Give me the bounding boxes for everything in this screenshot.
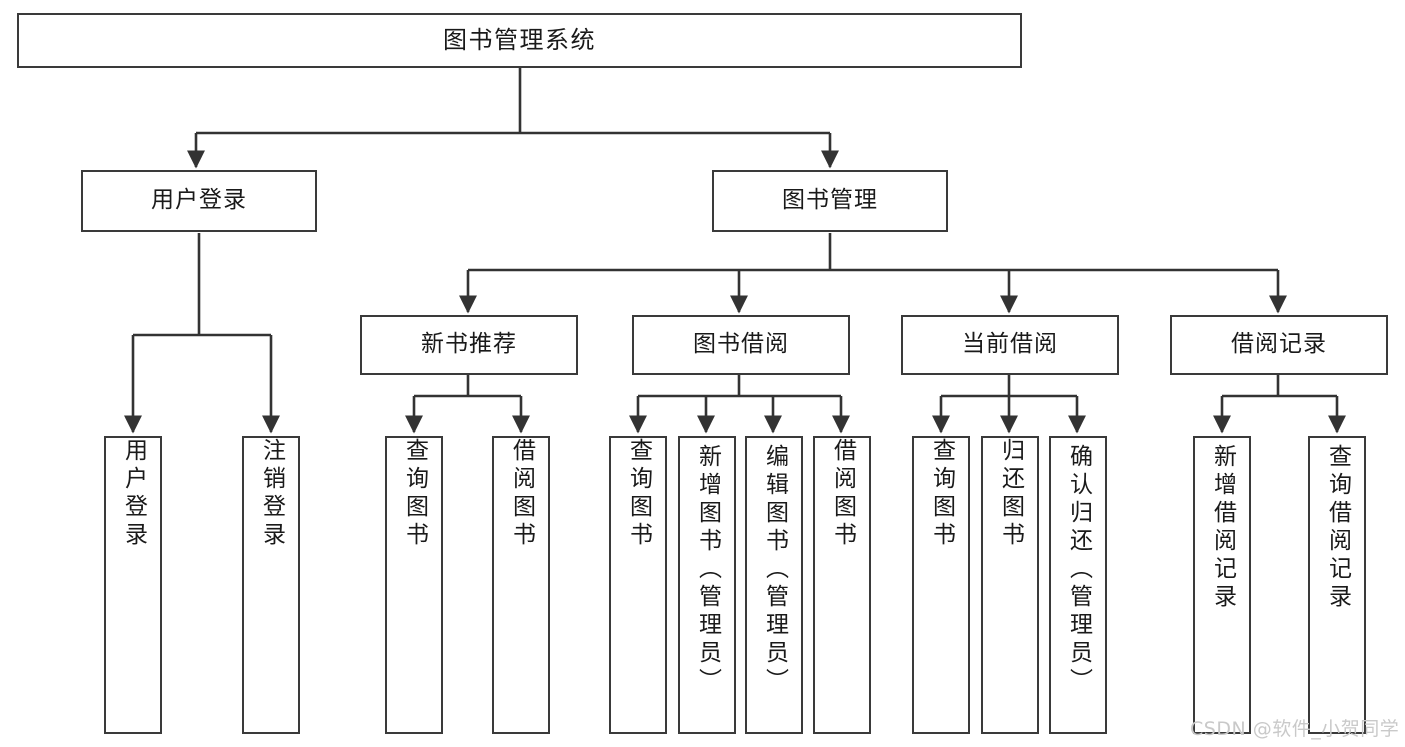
node-current-borrow[interactable]: 当前借阅 <box>901 315 1119 375</box>
leaf-confirm-return-label: 确认归还（管理员） <box>1065 444 1092 696</box>
leaf-query-book-2[interactable]: 查询图书 <box>609 436 667 734</box>
leaf-return-book-label: 归还图书 <box>997 438 1024 550</box>
node-root-label: 图书管理系统 <box>443 26 596 55</box>
leaf-query-record-label: 查询借阅记录 <box>1324 444 1351 612</box>
leaf-query-book-3[interactable]: 查询图书 <box>912 436 970 734</box>
node-book-borrow-label: 图书借阅 <box>693 331 789 358</box>
leaf-borrow-book-2[interactable]: 借阅图书 <box>813 436 871 734</box>
leaf-logout-label: 注销登录 <box>258 438 285 550</box>
node-borrow-record[interactable]: 借阅记录 <box>1170 315 1388 375</box>
node-borrow-record-label: 借阅记录 <box>1231 331 1327 358</box>
leaf-borrow-book-1-label: 借阅图书 <box>508 438 535 550</box>
leaf-query-book-3-label: 查询图书 <box>928 438 955 550</box>
leaf-borrow-book-2-label: 借阅图书 <box>829 438 856 550</box>
leaf-query-record[interactable]: 查询借阅记录 <box>1308 436 1366 734</box>
leaf-add-record[interactable]: 新增借阅记录 <box>1193 436 1251 734</box>
leaf-confirm-return[interactable]: 确认归还（管理员） <box>1049 436 1107 734</box>
leaf-return-book[interactable]: 归还图书 <box>981 436 1039 734</box>
node-book-manage-label: 图书管理 <box>782 187 878 214</box>
leaf-add-book-label: 新增图书（管理员） <box>694 444 721 696</box>
leaf-user-login[interactable]: 用户登录 <box>104 436 162 734</box>
leaf-add-record-label: 新增借阅记录 <box>1209 444 1236 612</box>
node-book-borrow[interactable]: 图书借阅 <box>632 315 850 375</box>
node-new-book-recommend-label: 新书推荐 <box>421 331 517 358</box>
node-current-borrow-label: 当前借阅 <box>962 331 1058 358</box>
leaf-query-book-2-label: 查询图书 <box>625 438 652 550</box>
csdn-watermark: CSDN @软件_小贺同学 <box>1190 718 1400 740</box>
node-user-login-label: 用户登录 <box>151 187 247 214</box>
node-root[interactable]: 图书管理系统 <box>17 13 1022 68</box>
leaf-query-book-1[interactable]: 查询图书 <box>385 436 443 734</box>
leaf-edit-book[interactable]: 编辑图书（管理员） <box>745 436 803 734</box>
leaf-edit-book-label: 编辑图书（管理员） <box>761 444 788 696</box>
leaf-logout[interactable]: 注销登录 <box>242 436 300 734</box>
node-user-login[interactable]: 用户登录 <box>81 170 317 232</box>
leaf-add-book[interactable]: 新增图书（管理员） <box>678 436 736 734</box>
leaf-user-login-label: 用户登录 <box>120 438 147 550</box>
node-book-manage[interactable]: 图书管理 <box>712 170 948 232</box>
leaf-query-book-1-label: 查询图书 <box>401 438 428 550</box>
node-new-book-recommend[interactable]: 新书推荐 <box>360 315 578 375</box>
leaf-borrow-book-1[interactable]: 借阅图书 <box>492 436 550 734</box>
